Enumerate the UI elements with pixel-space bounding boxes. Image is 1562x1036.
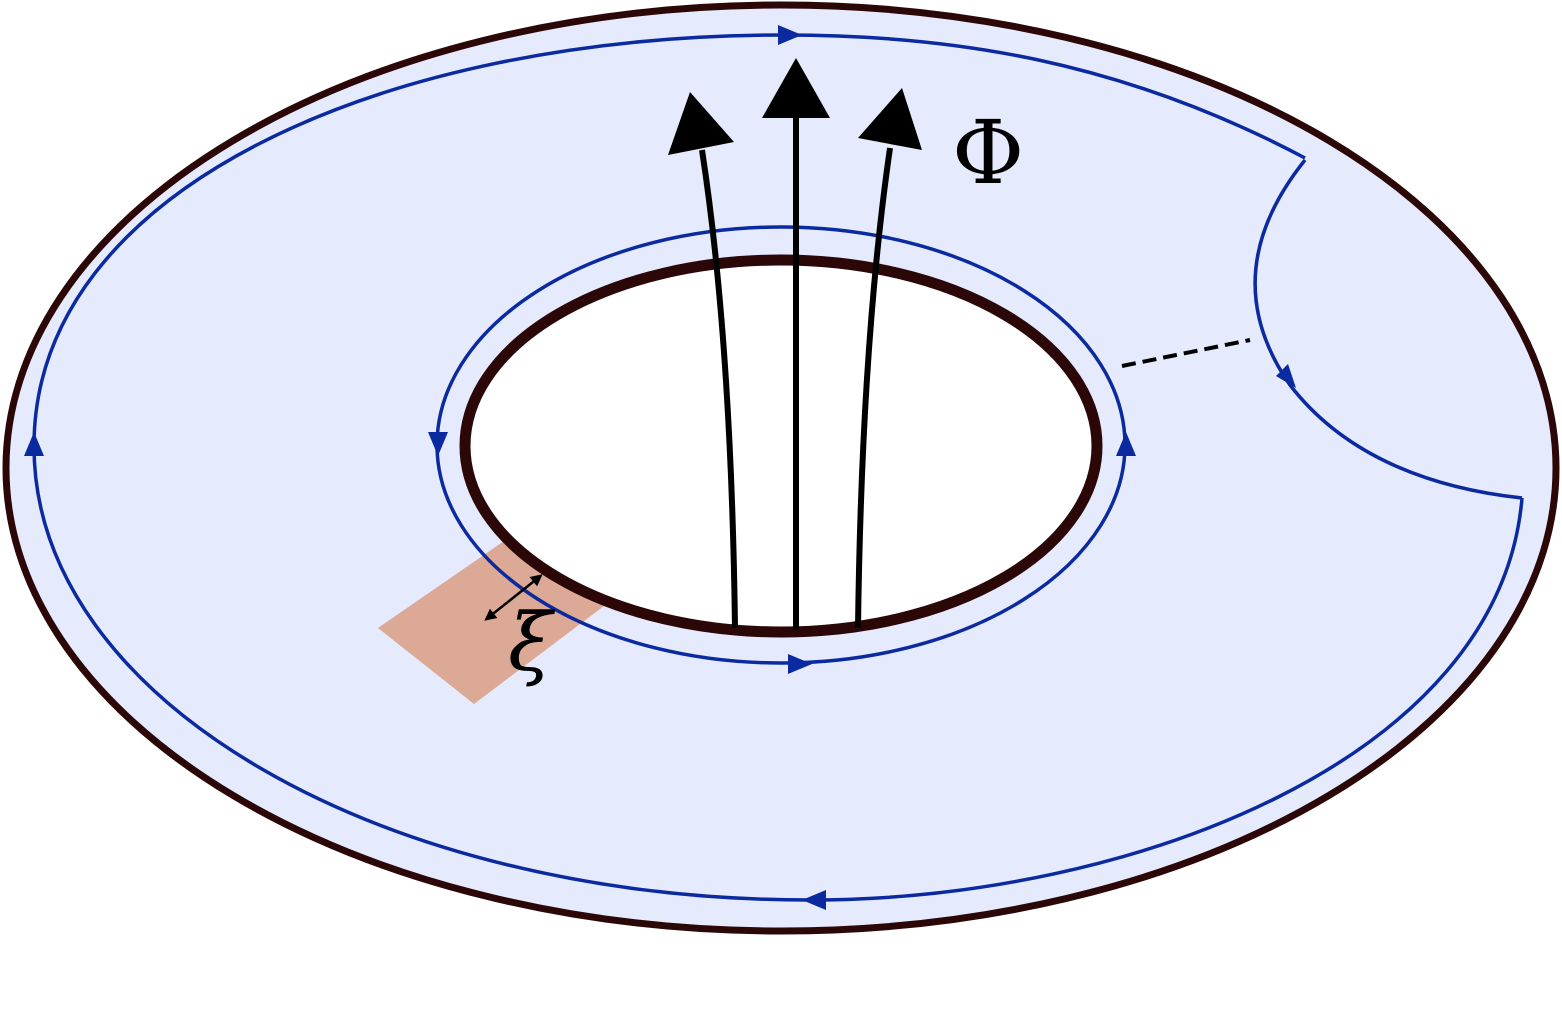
- arrow-outer-top: [778, 25, 802, 45]
- edge-state-arrow-icon: [24, 25, 1296, 910]
- flux-label: Φ: [952, 101, 1024, 204]
- arrow-outer-left: [24, 432, 44, 456]
- arrow-outer-bottom: [802, 890, 826, 910]
- dashed-link: [1121, 338, 1251, 368]
- arrow-connector: [1276, 364, 1296, 388]
- inner-boundary: [459, 254, 1103, 638]
- outer-edge-state: [32, 33, 1524, 902]
- double-arrow-icon: [484, 574, 543, 621]
- arrow-inner-right: [1116, 432, 1136, 456]
- outer-boundary: [2, 1, 1560, 935]
- flux-arrow-icon: [668, 58, 922, 630]
- coherence-length-label: ξ: [508, 596, 556, 689]
- arrow-inner-left: [428, 432, 448, 456]
- edge-state-connector: [1253, 158, 1523, 500]
- annulus-surface: [6, 5, 1556, 931]
- arrow-inner-bottom: [788, 654, 812, 674]
